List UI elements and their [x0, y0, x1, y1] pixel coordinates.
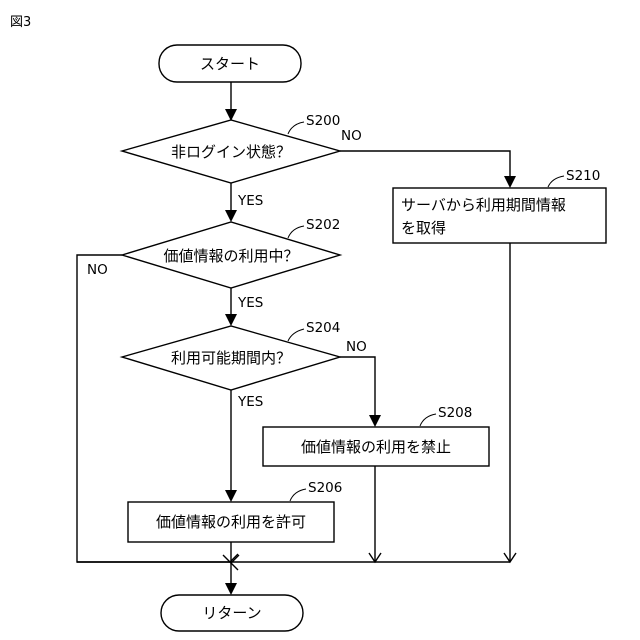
branch-label-s204-yes: YES: [237, 394, 263, 410]
process-s208: 価値情報の利用を禁止: [263, 427, 489, 466]
arrowhead: [225, 314, 237, 326]
step-label-s208: S208: [438, 405, 472, 421]
step-label-s206: S206: [308, 480, 342, 496]
branch-label-s200-yes: YES: [237, 193, 263, 209]
leader-s210: [548, 176, 564, 187]
arrowhead: [225, 109, 237, 121]
end-terminator: リターン: [161, 595, 303, 631]
end-label: リターン: [202, 604, 261, 622]
branch-label-s200-no: NO: [341, 128, 362, 144]
process-s210-label-line2: を取得: [401, 219, 446, 237]
leader-s200: [288, 122, 304, 134]
branch-label-s204-no: NO: [346, 339, 367, 355]
figure-label: 図3: [10, 15, 31, 30]
arrowhead: [504, 176, 516, 188]
step-label-s202: S202: [306, 217, 340, 233]
arrowhead: [225, 490, 237, 502]
step-label-s204: S204: [306, 320, 340, 336]
start-label: スタート: [200, 55, 260, 73]
decision-s200: 非ログイン状態？: [122, 120, 340, 183]
decision-s202-label: 価値情報の利用中？: [163, 247, 298, 265]
decision-s200-label: 非ログイン状態？: [171, 143, 291, 161]
leader-s204: [288, 329, 304, 341]
decision-s204-label: 利用可能期間内？: [171, 349, 291, 367]
step-label-s210: S210: [566, 168, 600, 184]
start-terminator: スタート: [159, 45, 301, 82]
leader-s206: [290, 489, 306, 501]
branch-label-s202-yes: YES: [237, 295, 263, 311]
process-s208-label: 価値情報の利用を禁止: [301, 438, 451, 456]
arrowhead: [225, 210, 237, 222]
branch-label-s202-no: NO: [87, 262, 108, 278]
edge-s200-no: [340, 151, 510, 185]
process-s210: サーバから利用期間情報 を取得: [393, 188, 606, 243]
arrowhead: [369, 415, 381, 427]
process-s206-label: 価値情報の利用を許可: [156, 513, 306, 531]
leader-s208: [420, 414, 436, 426]
arrowhead: [225, 583, 237, 595]
process-s206: 価値情報の利用を許可: [128, 502, 334, 542]
step-label-s200: S200: [306, 113, 340, 129]
edge-s204-no: [340, 357, 375, 425]
leader-s202: [288, 226, 304, 238]
process-s210-label-line1: サーバから利用期間情報: [401, 196, 566, 214]
